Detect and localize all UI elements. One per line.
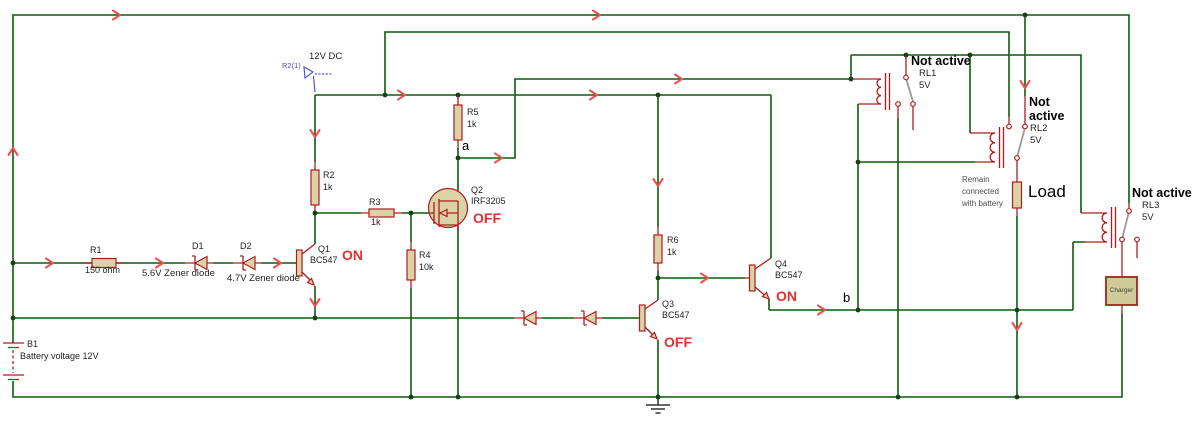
r3-value-label: 1k xyxy=(371,217,381,227)
load-label: Load xyxy=(1028,182,1066,201)
resistor-r6[interactable] xyxy=(653,234,663,264)
rl3-state-label: Not active xyxy=(1132,186,1192,200)
probe-voltage-label: 12V DC xyxy=(309,51,343,62)
rl3-ref-label: RL3 xyxy=(1142,200,1160,211)
probe-ref-label: R2(1) xyxy=(282,61,301,70)
junction-dots xyxy=(10,12,1028,400)
resistor-r1[interactable] xyxy=(91,257,117,269)
battery-note-line3: with battery xyxy=(962,199,1003,208)
battery-b1[interactable] xyxy=(3,342,24,381)
d1-value-label: 5.6V Zener diode xyxy=(142,268,215,279)
transistor-q1[interactable] xyxy=(295,243,316,287)
q2-ref-label: Q2 xyxy=(471,185,484,195)
relay-rl3-switch[interactable] xyxy=(1119,208,1140,243)
resistor-r3[interactable] xyxy=(368,208,395,218)
relay-rl1-switch[interactable] xyxy=(895,74,916,107)
q4-ref-label: Q4 xyxy=(775,259,788,269)
q3-ref-label: Q3 xyxy=(662,299,675,309)
rl1-value-label: 5V xyxy=(919,80,931,91)
rl1-state-label: Not active xyxy=(911,54,971,68)
resistor-r4[interactable] xyxy=(406,249,416,281)
d2-ref-label: D2 xyxy=(240,241,252,251)
d1-ref-label: D1 xyxy=(192,241,204,251)
r4-value-label: 10k xyxy=(419,262,434,272)
r4-ref-label: R4 xyxy=(419,250,431,260)
zener-d4[interactable] xyxy=(574,310,602,326)
q4-state-label: ON xyxy=(776,288,797,304)
r3-ref-label: R3 xyxy=(369,197,381,207)
r1-ref-label: R1 xyxy=(90,245,102,255)
r6-value-label: 1k xyxy=(667,247,677,257)
q3-value-label: BC547 xyxy=(662,310,690,320)
transistor-q4[interactable] xyxy=(748,257,772,301)
d2-value-label: 4.7V Zener diode xyxy=(227,273,300,284)
mosfet-q2[interactable] xyxy=(427,187,469,229)
node-a-label: a xyxy=(462,138,470,153)
charger-box[interactable] xyxy=(1105,276,1138,306)
zener-d2[interactable] xyxy=(233,255,261,271)
rl2-value-label: 5V xyxy=(1030,135,1042,146)
relay-rl3-coil[interactable] xyxy=(1081,207,1117,248)
q1-value-label: BC547 xyxy=(310,255,338,265)
q2-value-label: IRF3205 xyxy=(471,196,506,206)
r6-ref-label: R6 xyxy=(667,235,679,245)
transistor-q3[interactable] xyxy=(638,299,659,341)
r2-ref-label: R2 xyxy=(323,170,335,180)
battery-note-line1: Remain xyxy=(962,175,990,184)
zener-d1[interactable] xyxy=(185,255,213,271)
current-arrows xyxy=(7,9,1031,332)
b1-ref-label: B1 xyxy=(27,339,39,349)
q1-ref-label: Q1 xyxy=(318,244,331,254)
charger-label: Charger xyxy=(1109,287,1134,294)
battery-note-line2: connected xyxy=(962,187,999,196)
zener-d3[interactable] xyxy=(514,310,542,326)
q4-value-label: BC547 xyxy=(775,270,803,280)
r5-ref-label: R5 xyxy=(467,107,479,117)
voltage-probe[interactable] xyxy=(303,65,333,93)
r5-value-label: 1k xyxy=(467,119,477,129)
relay-rl2-switch[interactable] xyxy=(1006,123,1028,161)
component-pins xyxy=(84,55,1138,313)
q3-state-label: OFF xyxy=(664,334,692,350)
r2-value-label: 1k xyxy=(323,182,333,192)
rl2-state-line1-label: Not xyxy=(1029,95,1050,109)
node-b-label: b xyxy=(843,290,851,305)
rl2-ref-label: RL2 xyxy=(1030,123,1048,134)
relay-rl2-coil[interactable] xyxy=(970,127,1005,168)
r1-value-label: 150 ohm xyxy=(85,265,121,275)
relay-rl1-coil[interactable] xyxy=(851,73,891,110)
rl1-ref-label: RL1 xyxy=(919,68,937,79)
q2-state-label: OFF xyxy=(473,210,501,226)
q1-state-label: ON xyxy=(342,247,363,263)
b1-value-label: Battery voltage 12V xyxy=(20,351,99,361)
resistor-r5[interactable] xyxy=(453,104,463,141)
load-resistor[interactable] xyxy=(1011,181,1023,209)
ground-symbol[interactable] xyxy=(646,397,670,414)
resistor-r2[interactable] xyxy=(310,169,320,206)
wire-net[interactable] xyxy=(12,14,1130,398)
rl2-state-line2-label: active xyxy=(1029,109,1065,123)
rl3-value-label: 5V xyxy=(1142,212,1154,223)
